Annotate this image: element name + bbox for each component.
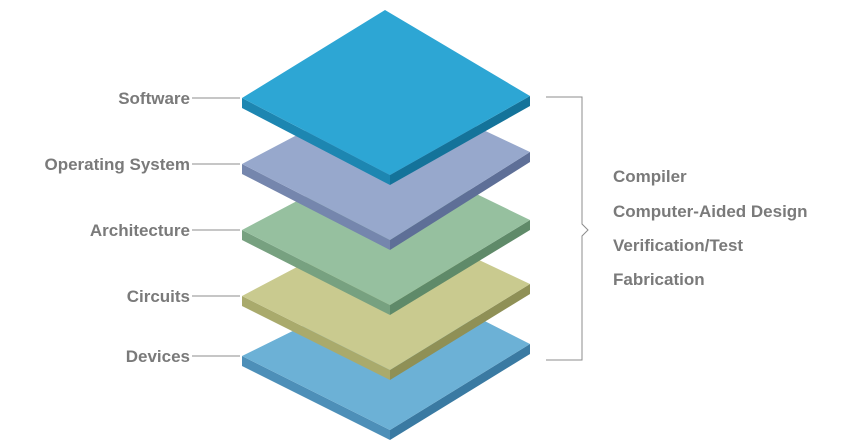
layer-devices-left-face xyxy=(242,356,390,440)
layer-operating-system-right-face xyxy=(390,152,530,250)
layer-stack xyxy=(242,10,530,440)
tool-label-fabrication: Fabrication xyxy=(613,270,705,289)
tools-bracket xyxy=(546,96,589,361)
layer-software-right-face xyxy=(390,96,530,185)
layer-label-software: Software xyxy=(118,89,190,108)
layer-software-left-face xyxy=(242,98,390,185)
layer-architecture-left-face xyxy=(242,230,390,315)
layer-devices-right-face xyxy=(390,344,530,440)
layer-label-architecture: Architecture xyxy=(90,221,190,240)
label-leader-lines xyxy=(192,97,240,357)
tool-label-cad: Computer-Aided Design xyxy=(613,202,808,221)
layer-circuits-right-face xyxy=(390,284,530,380)
layer-software xyxy=(242,10,530,185)
layer-circuits-left-face xyxy=(242,296,390,380)
tool-label-verification: Verification/Test xyxy=(613,236,743,255)
layer-label-circuits: Circuits xyxy=(127,287,190,306)
layer-label-devices: Devices xyxy=(126,347,190,366)
tool-label-compiler: Compiler xyxy=(613,167,687,186)
layer-operating-system-left-face xyxy=(242,164,390,250)
layer-software-top-face xyxy=(242,10,530,175)
layer-architecture-right-face xyxy=(390,220,530,315)
layer-label-operating-system: Operating System xyxy=(45,155,191,174)
